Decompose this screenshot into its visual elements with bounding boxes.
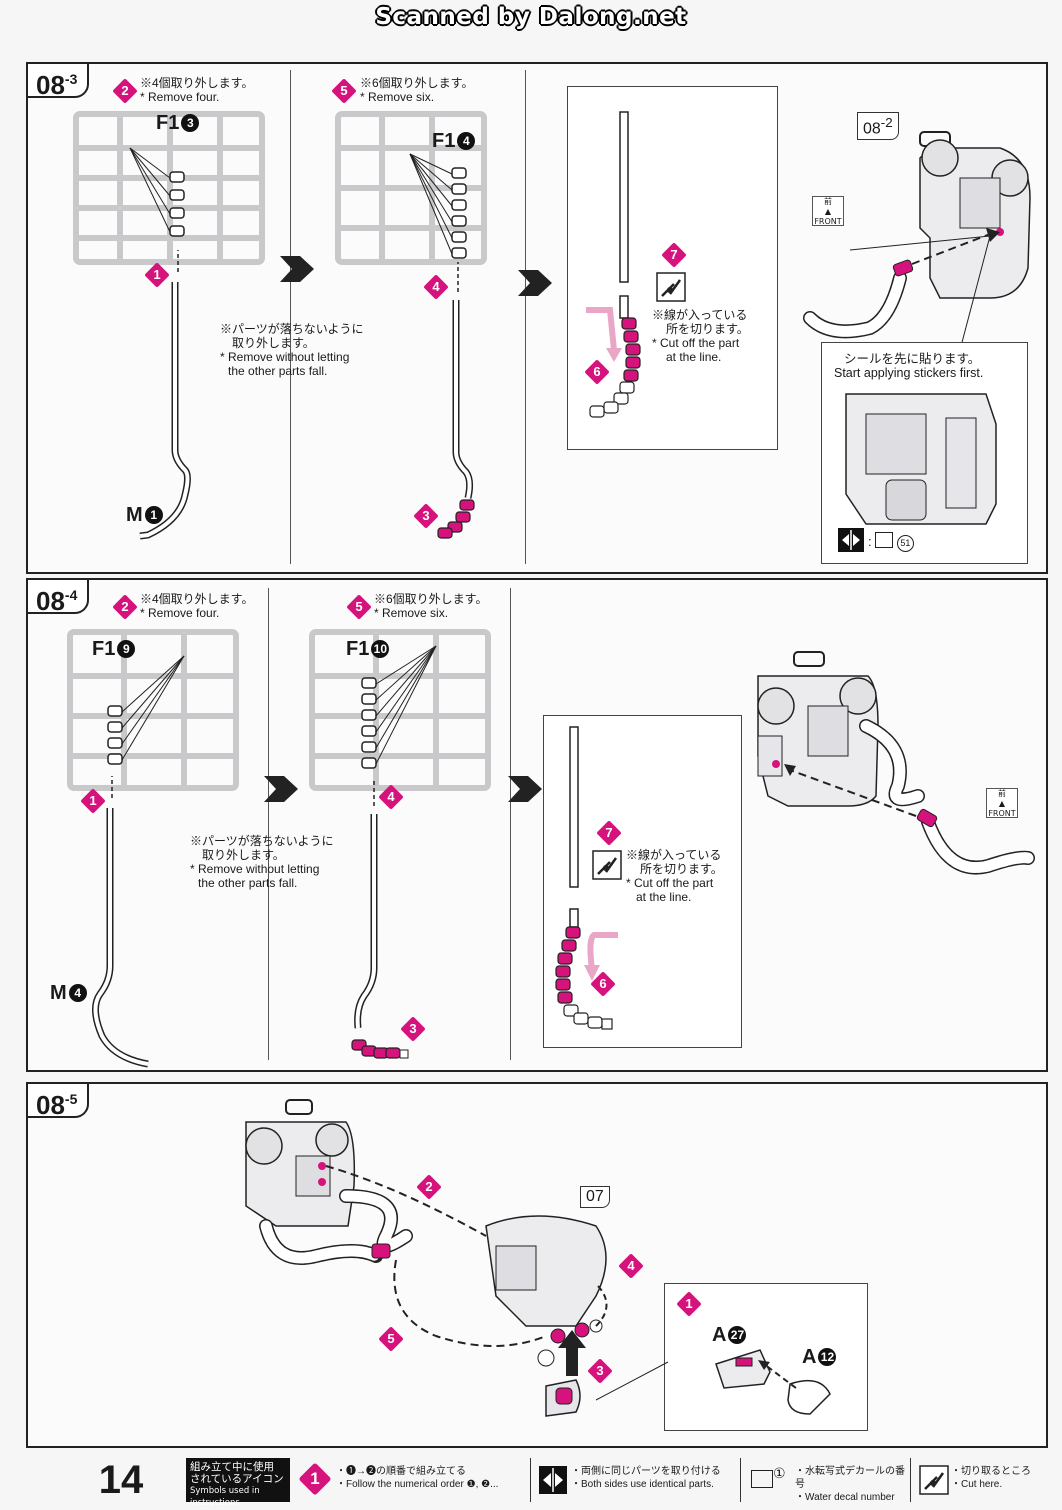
step-08-4-panel: 08-4: [26, 578, 1048, 1072]
substep-5-marker: 5: [331, 78, 357, 104]
front-icon: 前▲FRONT: [986, 788, 1018, 818]
divider: [290, 70, 291, 564]
remove-six-note: ※6個取り外します。* Remove six.: [360, 76, 474, 104]
rod-part-m1: [139, 250, 191, 540]
arrow-right-icon: [518, 270, 552, 296]
legend-both-sides: ・両側に同じパーツを取り付ける・Both sides use identical…: [530, 1458, 740, 1502]
step-08-4-badge: 08-4: [26, 578, 90, 616]
arrow-right-icon: [280, 256, 314, 282]
step-08-3-badge: 08-3: [26, 62, 90, 100]
runner-f1-10-illustration: [309, 629, 491, 791]
substep-7-marker: 7: [661, 242, 687, 268]
both-sides-icon: [838, 528, 864, 552]
divider: [525, 70, 526, 564]
substep-4-marker: 4: [423, 274, 449, 300]
rod-with-segments: [437, 262, 475, 539]
substep-2-marker: 2: [416, 1174, 442, 1200]
careful-note: ※パーツが落ちないように取り外します。 * Remove without let…: [190, 834, 334, 890]
backpack-assembly-illustration: [245, 1099, 608, 1417]
runner-f1-3-illustration: [73, 111, 265, 265]
arrow-right-icon: [508, 776, 542, 802]
substep-1-marker: 1: [144, 262, 170, 288]
ref-step-07: 07: [580, 1186, 610, 1208]
sticker-ref: : 51: [868, 532, 914, 552]
callout-line: [595, 1361, 669, 1401]
runner-f1-9-illustration: [67, 629, 239, 791]
step-diamond-icon: 1: [298, 1462, 332, 1496]
sticker-note: シールを先に貼ります。Start applying stickers first…: [834, 352, 984, 380]
substep-5-marker: 5: [346, 594, 372, 620]
legend-order: 1 ・❶→❷の順番で組み立てる・Follow the numerical ord…: [296, 1458, 530, 1502]
cut-detail-frame: [567, 86, 778, 450]
arrow-right-icon: [264, 776, 298, 802]
backpack-detail-illustration: [845, 393, 997, 525]
remove-six-note: ※6個取り外します。* Remove six.: [374, 592, 488, 620]
substep-2-marker: 2: [112, 594, 138, 620]
cut-rod-illustration: [586, 111, 641, 418]
careful-note: ※パーツが落ちないように取り外します。 * Remove without let…: [220, 322, 364, 378]
front-icon: 前▲FRONT: [812, 196, 844, 226]
substep-1-marker: 1: [80, 788, 106, 814]
rod-with-segments: [351, 778, 409, 1059]
step-08-5-badge: 08-5: [26, 1082, 90, 1120]
decal-icon: [751, 1470, 773, 1488]
cutter-icon: [919, 1465, 949, 1495]
remove-four-note: ※4個取り外します。* Remove four.: [140, 592, 254, 620]
divider: [510, 588, 511, 1060]
cut-rod-illustration: [555, 726, 618, 1030]
substep-3-marker: 3: [400, 1016, 426, 1042]
substep-1-marker: 1: [676, 1291, 702, 1317]
legend-decal: ① ・水転写式デカールの番号・Water decal number: [740, 1458, 910, 1503]
cutter-icon: [656, 272, 686, 302]
substep-7-marker: 7: [596, 820, 622, 846]
decal-icon: [875, 532, 894, 548]
decal-number: ①: [773, 1466, 786, 1482]
backpack-illustration: [803, 131, 1031, 351]
substep-2-marker: 2: [112, 78, 138, 104]
substep-5-marker: 5: [378, 1326, 404, 1352]
watermark: Scanned by Dalong.net: [375, 4, 687, 30]
cutter-icon: [592, 850, 622, 880]
remove-four-note: ※4個取り外します。* Remove four.: [140, 76, 254, 104]
substep-4-marker: 4: [378, 784, 404, 810]
ref-step-08-2: 08-2: [857, 112, 899, 141]
legend-cut: ・切り取るところ・Cut here.: [910, 1458, 1046, 1502]
both-sides-icon: [539, 1466, 567, 1494]
part-a-illustration: [715, 1349, 831, 1415]
substep-3-marker: 3: [587, 1358, 613, 1384]
backpack-illustration: [757, 651, 1035, 875]
page-number: 14: [98, 1458, 144, 1502]
divider: [268, 588, 269, 1060]
substep-6-marker: 6: [590, 971, 616, 997]
substep-3-marker: 3: [413, 503, 439, 529]
rod-part-m4: [92, 776, 149, 1068]
substep-6-marker: 6: [584, 359, 610, 385]
substep-4-marker: 4: [618, 1253, 644, 1279]
runner-f1-4-illustration: [335, 111, 487, 265]
